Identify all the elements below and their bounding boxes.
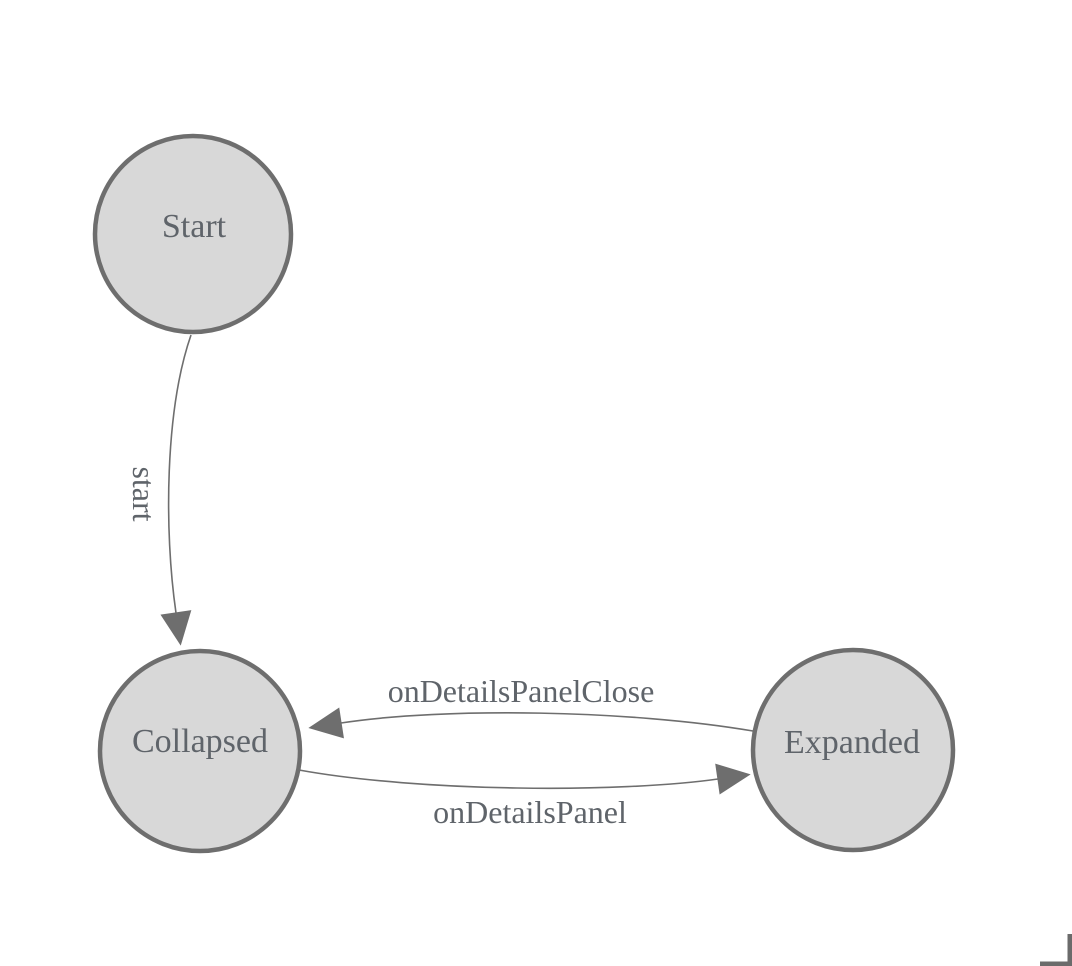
canvas-corner-icon (1040, 934, 1072, 966)
canvas-corner-horizontal-bar (1040, 961, 1072, 966)
state-node-collapsed[interactable]: Collapsed (97, 648, 303, 854)
state-node-start-circle[interactable] (92, 133, 294, 335)
state-node-collapsed-label: Collapsed (132, 723, 268, 760)
transition-on-details-panel-close-path[interactable] (308, 707, 754, 739)
transition-on-details-panel[interactable]: onDetailsPanel (298, 763, 751, 830)
state-node-start[interactable]: Start (92, 133, 294, 335)
state-node-expanded[interactable]: Expanded (750, 647, 956, 853)
state-node-expanded-label: Expanded (784, 724, 920, 761)
transition-on-details-panel-close-label: onDetailsPanelClose (388, 673, 655, 709)
transition-start[interactable]: start (126, 334, 192, 646)
transition-start-label: start (126, 466, 162, 521)
transition-on-details-panel-close[interactable]: onDetailsPanelClose (308, 673, 754, 739)
state-node-start-label: Start (162, 208, 227, 245)
state-node-expanded-circle[interactable] (750, 647, 956, 853)
state-node-collapsed-circle[interactable] (97, 648, 303, 854)
transition-on-details-panel-label: onDetailsPanel (433, 794, 627, 830)
transition-start-path[interactable] (160, 334, 192, 646)
transition-on-details-panel-path[interactable] (298, 763, 751, 795)
canvas-corner-vertical-bar (1067, 934, 1072, 966)
